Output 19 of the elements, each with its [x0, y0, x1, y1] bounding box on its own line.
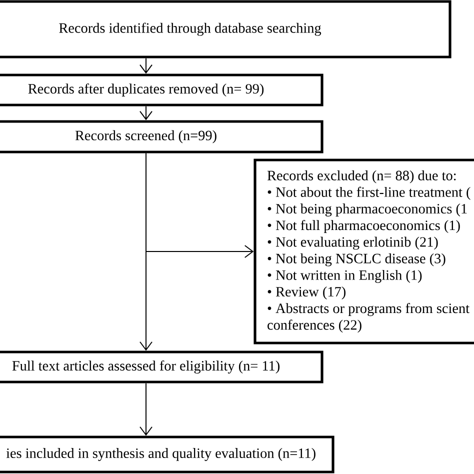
- arrow: [140, 382, 152, 436]
- list-item: • Not about the first-line treatment (: [268, 186, 470, 200]
- list-box: [254, 158, 474, 344]
- list-item: • Abstracts or programs from scient conferences (22): [268, 303, 470, 333]
- process-box: Records after duplicates removed (n= 99): [0, 74, 324, 106]
- process-box: Full text articles assessed for eligibility (n= 11): [0, 350, 324, 384]
- box-heading: Records excluded (n= 88) due to:: [267, 170, 456, 184]
- process-box: ies included in synthesis and quality evaluation (n=11): [0, 436, 334, 474]
- arrow: [140, 58, 152, 74]
- list-item: • Not full pharmacoeconomics (1): [268, 220, 460, 234]
- list-item: • Not being NSCLC disease (3): [268, 253, 446, 266]
- process-box: Records screened (n=99): [0, 120, 324, 154]
- list-item: • Not evaluating erlotinib (21): [268, 236, 438, 250]
- list-item: • Not written in English (1): [268, 270, 422, 283]
- arrow: [140, 152, 152, 351]
- list-item: • Not being pharmacoeconomics (1: [268, 204, 467, 216]
- process-box: Records identified through database searching: [0, 0, 452, 58]
- list-item: • Review (17): [268, 286, 346, 300]
- arrow: [140, 106, 152, 120]
